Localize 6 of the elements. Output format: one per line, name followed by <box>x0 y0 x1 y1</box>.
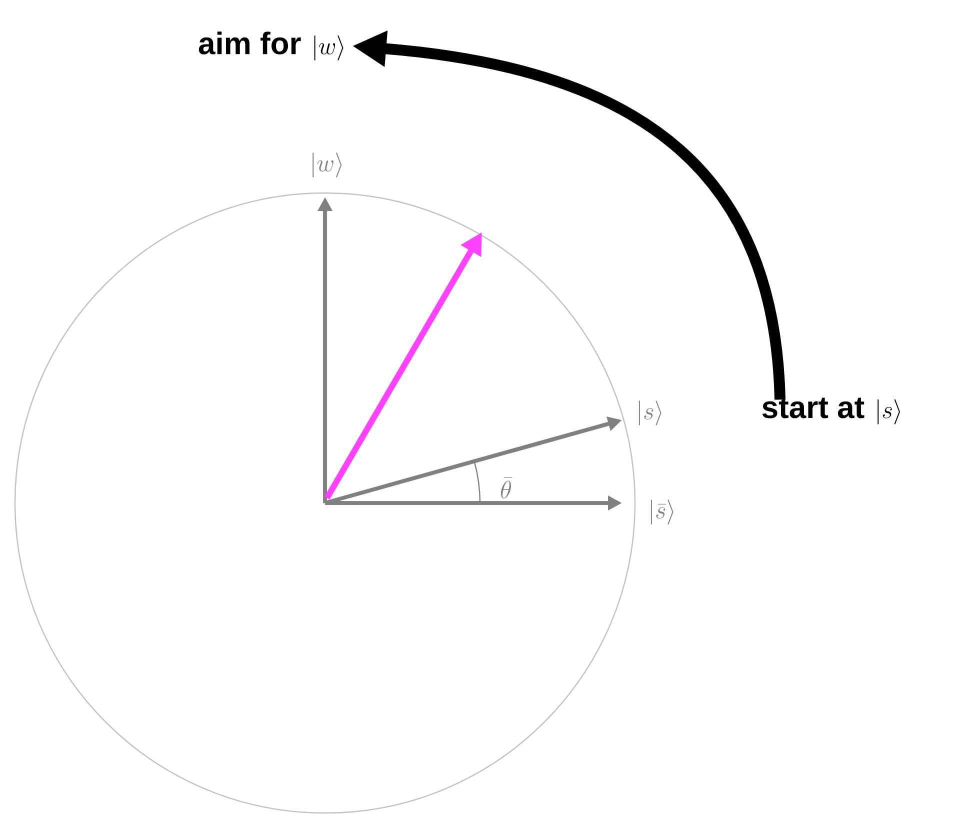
vector-label: $\bar{\theta}$ <box>500 477 512 498</box>
text-label: aim for $|w\rangle$ <box>198 32 344 60</box>
vector-label: $|\bar{s}\rangle$ <box>650 500 674 524</box>
vector-label: $|w\rangle$ <box>312 152 342 178</box>
vector-label: $|s\rangle$ <box>638 400 662 426</box>
text-label: start at $|s\rangle$ <box>762 398 900 424</box>
